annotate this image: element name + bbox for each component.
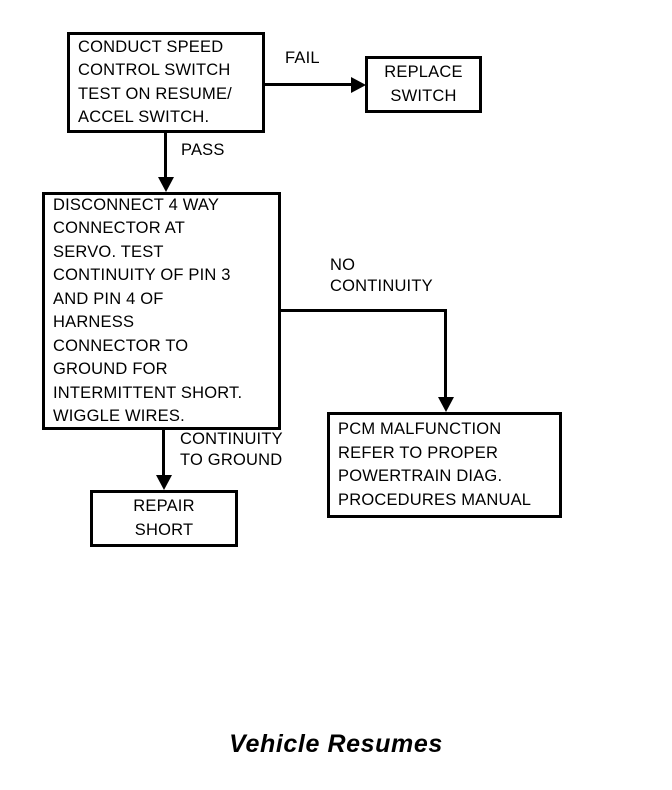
edge-continuity-ground-arrowhead [155,475,172,490]
edge-label-no-continuity: NO CONTINUITY [330,256,433,295]
node-replace-switch-label: REPLACE SWITCH [384,63,463,105]
node-pcm-malfunction-label: PCM MALFUNCTION REFER TO PROPER POWERTRA… [338,420,532,509]
edge-no-continuity-line-horizontal [281,309,447,312]
diagram-caption: Vehicle Resumes [229,730,443,758]
edge-label-fail: FAIL [285,49,320,67]
node-conduct-test: CONDUCT SPEED CONTROL SWITCH TEST ON RES… [67,32,265,133]
node-replace-switch: REPLACE SWITCH [365,56,482,113]
edge-label-continuity-to-ground: CONTINUITY TO GROUND [180,430,283,469]
edge-continuity-ground-line [162,430,165,475]
edge-no-continuity-arrowhead [437,397,454,412]
edge-pass-arrowhead [157,177,174,192]
node-repair-short: REPAIR SHORT [90,490,238,547]
node-disconnect-connector: DISCONNECT 4 WAY CONNECTOR AT SERVO. TES… [42,192,281,430]
edge-fail-line [265,83,353,86]
edge-label-pass: PASS [181,141,225,159]
edge-fail-arrowhead [351,76,366,93]
node-conduct-test-label: CONDUCT SPEED CONTROL SWITCH TEST ON RES… [78,37,232,127]
node-disconnect-connector-label: DISCONNECT 4 WAY CONNECTOR AT SERVO. TES… [53,195,243,426]
node-repair-short-label: REPAIR SHORT [133,497,195,539]
edge-pass-line [164,133,167,177]
edge-no-continuity-line-vertical [444,309,447,397]
node-pcm-malfunction: PCM MALFUNCTION REFER TO PROPER POWERTRA… [327,412,562,518]
